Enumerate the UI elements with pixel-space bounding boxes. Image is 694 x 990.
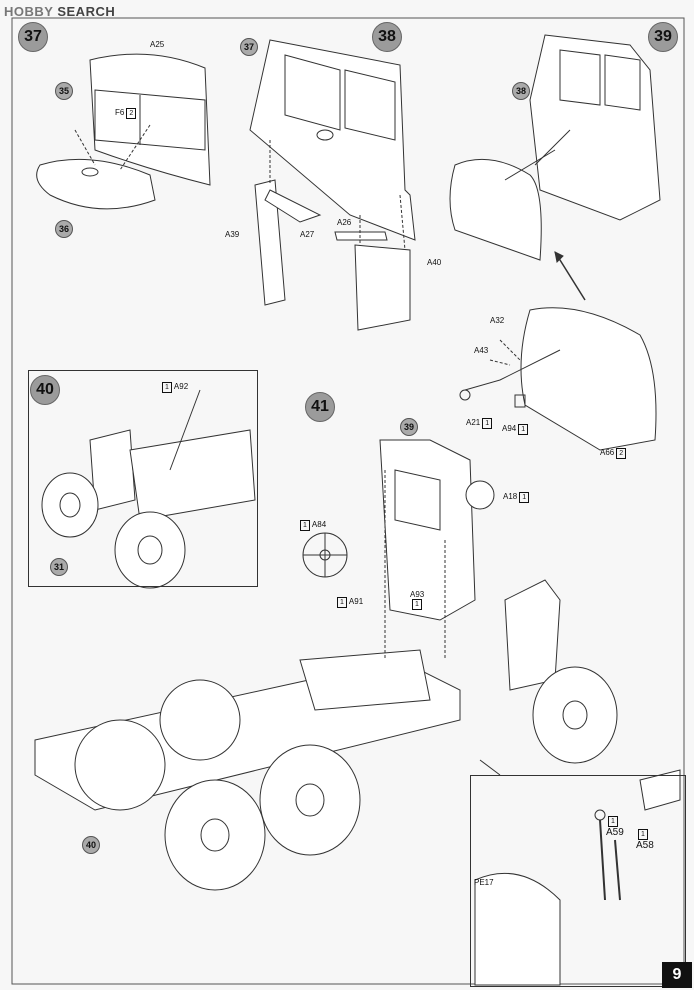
label-a59-num: 1 [608,816,618,827]
step41-drawing [34,439,618,891]
label-a84-text: A84 [311,520,327,529]
label-f6-num: 2 [126,108,137,119]
label-a58-text: A58 [636,840,654,851]
step-badge-40: 40 [30,375,60,405]
label-f6-text: F6 [115,108,125,117]
step37-drawing [36,53,211,210]
detail-inset-drawing [474,759,681,986]
ref-36: 36 [55,220,73,238]
page-number: 9 [662,962,692,988]
label-a27: A27 [300,230,315,239]
label-a58-num: 1 [638,829,648,840]
ref-38: 38 [512,82,530,100]
label-pe17: PE17 [474,878,494,887]
step-badge-41: 41 [305,392,335,422]
label-a92-num: 1 [162,382,172,393]
step-badge-37: 37 [18,22,48,52]
ref-40: 40 [82,836,100,854]
label-a92-text: A92 [173,382,189,391]
step38-drawing [249,39,416,331]
label-a40: A40 [427,258,442,267]
label-a91-text: A91 [348,597,364,606]
label-a25: A25 [150,40,165,49]
ref-39: 39 [400,418,418,436]
label-a94-num: 1 [518,424,529,435]
ref-37: 37 [240,38,258,56]
ref-31: 31 [50,558,68,576]
step-badge-39: 39 [648,22,678,52]
label-a84-num: 1 [300,520,310,531]
watermark-text: SEARCH [57,4,116,19]
label-a93-num: 1 [412,599,422,610]
step40-drawing [41,389,256,589]
label-a94-text: A94 [502,424,517,433]
label-a93-text: A93 [410,590,425,599]
label-a32: A32 [490,316,505,325]
label-a59-text: A59 [606,827,624,838]
step39-lower-drawing [459,307,657,451]
ref-35: 35 [55,82,73,100]
label-a18-text: A18 [503,492,518,501]
label-a66-text: A66 [600,448,615,457]
watermark: HOBBY SEARCH [4,4,115,19]
label-a26: A26 [337,218,352,227]
label-a91-num: 1 [337,597,347,608]
label-a43: A43 [474,346,489,355]
detail-inset-frame [470,775,686,987]
label-a66-num: 2 [616,448,627,459]
step39-drawing [449,34,661,301]
label-a21-num: 1 [482,418,493,429]
page-frame [11,17,685,985]
label-a21-text: A21 [466,418,481,427]
label-a39: A39 [225,230,240,239]
label-a18-num: 1 [519,492,530,503]
step-badge-38: 38 [372,22,402,52]
step40-inset-frame [28,370,258,587]
watermark-logo: HOBBY [4,4,54,19]
